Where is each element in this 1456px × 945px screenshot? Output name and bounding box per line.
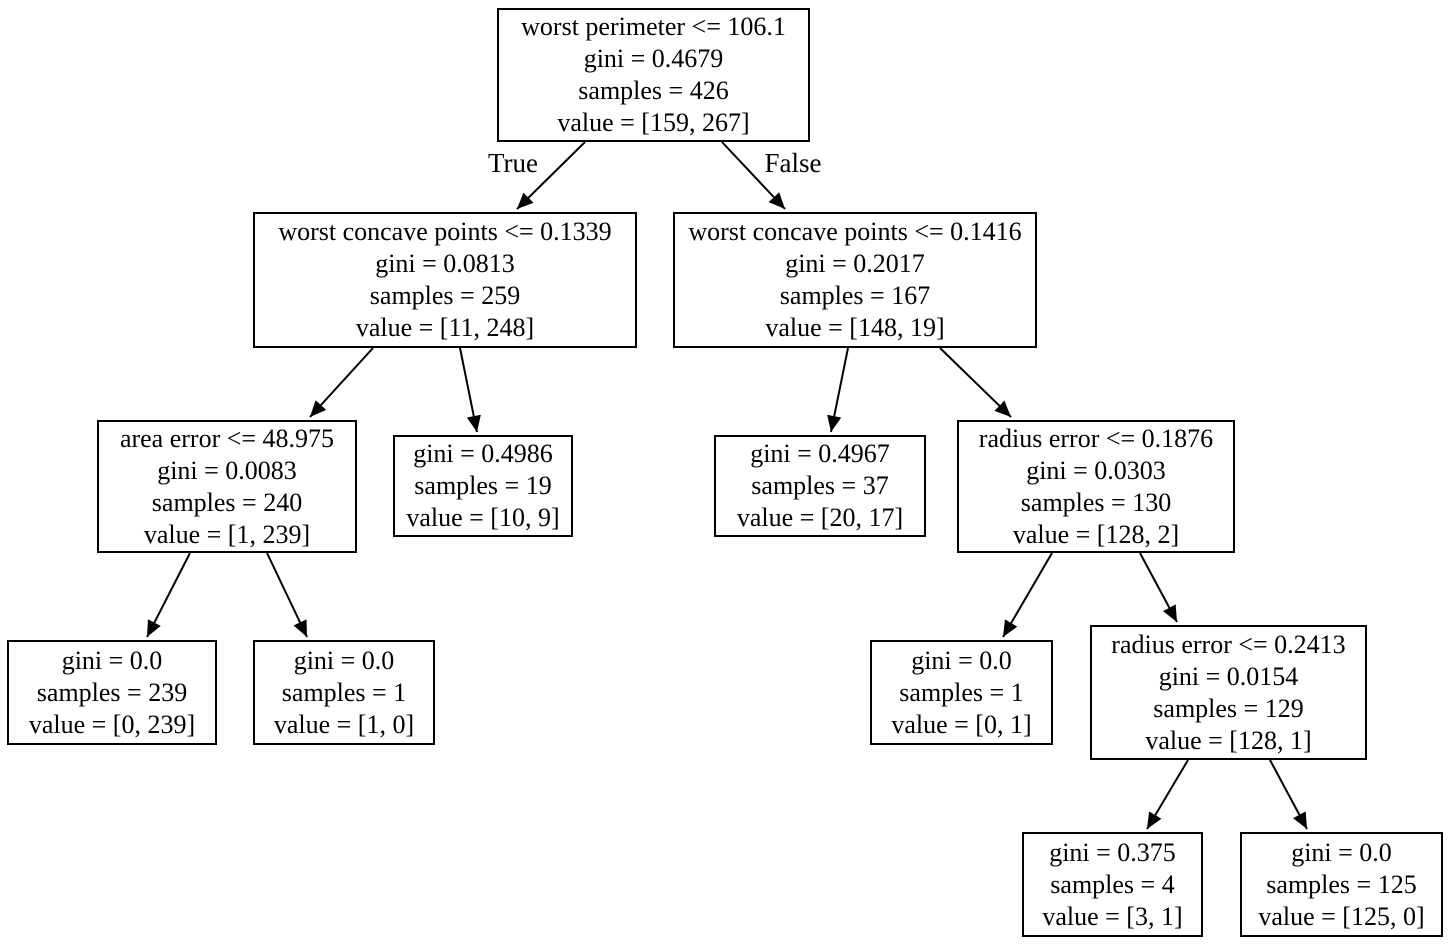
node-samples: samples = 130 [1020,487,1172,517]
tree-leaf-right-left: gini = 0.4967 samples = 37 value = [20, … [714,435,926,537]
node-value: value = [10, 9] [406,503,560,532]
node-gini: gini = 0.0813 [375,249,515,278]
node-value: value = [3, 1] [1042,901,1183,931]
node-value: value = [0, 239] [28,709,196,739]
node-value: value = [0, 1] [891,709,1032,739]
tree-edge [459,347,481,433]
tree-edge [146,552,191,638]
tree-edge [827,347,849,433]
node-value: value = [1, 0] [273,709,415,739]
tree-node-root: worst perimeter <= 106.1 gini = 0.4679 s… [497,8,810,142]
tree-edge [1269,759,1308,830]
tree-leaf-left-left-right: gini = 0.0 samples = 1 value = [1, 0] [253,640,435,745]
node-samples: samples = 1 [281,677,407,707]
node-condition: worst concave points <= 0.1416 [688,217,1022,246]
tree-node-left: worst concave points <= 0.1339 gini = 0.… [253,212,637,348]
node-samples: samples = 167 [779,281,931,310]
node-value: value = [159, 267] [557,108,750,137]
node-value: value = [11, 248] [355,313,535,342]
node-gini: gini = 0.2017 [785,249,925,278]
node-value: value = [20, 17] [736,503,904,532]
tree-leaf-right-right-left: gini = 0.0 samples = 1 value = [0, 1] [870,640,1053,745]
tree-edge-root-true [516,141,586,210]
node-samples: samples = 129 [1153,693,1304,723]
node-value: value = [128, 1] [1145,725,1312,755]
node-condition: worst concave points <= 0.1339 [278,217,612,246]
node-gini: gini = 0.0 [61,645,163,675]
node-gini: gini = 0.4967 [750,439,890,468]
node-value: value = [1, 239] [143,519,311,549]
tree-node-right-right-right: radius error <= 0.2413 gini = 0.0154 sam… [1090,625,1367,760]
edge-label-false: False [765,148,822,178]
node-condition: worst perimeter <= 106.1 [521,12,786,41]
tree-node-left-left: area error <= 48.975 gini = 0.0083 sampl… [97,420,357,553]
node-samples: samples = 37 [751,471,889,500]
node-samples: samples = 239 [36,677,188,707]
edge-label-true: True [488,148,538,178]
node-gini: gini = 0.375 [1049,837,1176,867]
tree-node-right: worst concave points <= 0.1416 gini = 0.… [673,212,1037,348]
node-samples: samples = 125 [1266,869,1417,899]
node-gini: gini = 0.4679 [583,44,724,73]
node-condition: radius error <= 0.1876 [978,423,1214,453]
node-gini: gini = 0.0 [1291,837,1392,867]
tree-edge [939,347,1012,418]
node-samples: samples = 259 [369,281,521,310]
node-value: value = [125, 0] [1258,901,1425,931]
tree-edge [309,347,374,418]
node-gini: gini = 0.0 [911,645,1012,675]
node-gini: gini = 0.0154 [1158,661,1299,691]
tree-leaf-left-right: gini = 0.4986 samples = 19 value = [10, … [393,435,573,537]
tree-leaf-left-left-left: gini = 0.0 samples = 239 value = [0, 239… [7,640,217,745]
tree-edge [266,552,308,638]
tree-leaf-rrr-left: gini = 0.375 samples = 4 value = [3, 1] [1022,832,1203,937]
node-gini: gini = 0.0083 [157,455,297,485]
node-samples: samples = 426 [578,76,729,105]
node-condition: area error <= 48.975 [119,423,335,453]
node-value: value = [148, 19] [765,313,945,342]
tree-leaf-rrr-right: gini = 0.0 samples = 125 value = [125, 0… [1240,832,1443,937]
node-samples: samples = 240 [151,487,303,517]
node-samples: samples = 19 [414,471,552,500]
node-value: value = [128, 2] [1012,519,1180,549]
node-samples: samples = 1 [899,677,1024,707]
node-condition: radius error <= 0.2413 [1111,629,1346,659]
node-samples: samples = 4 [1050,869,1175,899]
tree-node-right-right: radius error <= 0.1876 gini = 0.0303 sam… [957,420,1235,553]
tree-edge [1002,552,1053,638]
node-gini: gini = 0.4986 [413,439,553,468]
node-gini: gini = 0.0 [293,645,395,675]
tree-edge [1139,552,1178,623]
tree-edge-root-false [721,141,786,210]
node-gini: gini = 0.0303 [1026,455,1166,485]
tree-edge [1146,759,1189,830]
